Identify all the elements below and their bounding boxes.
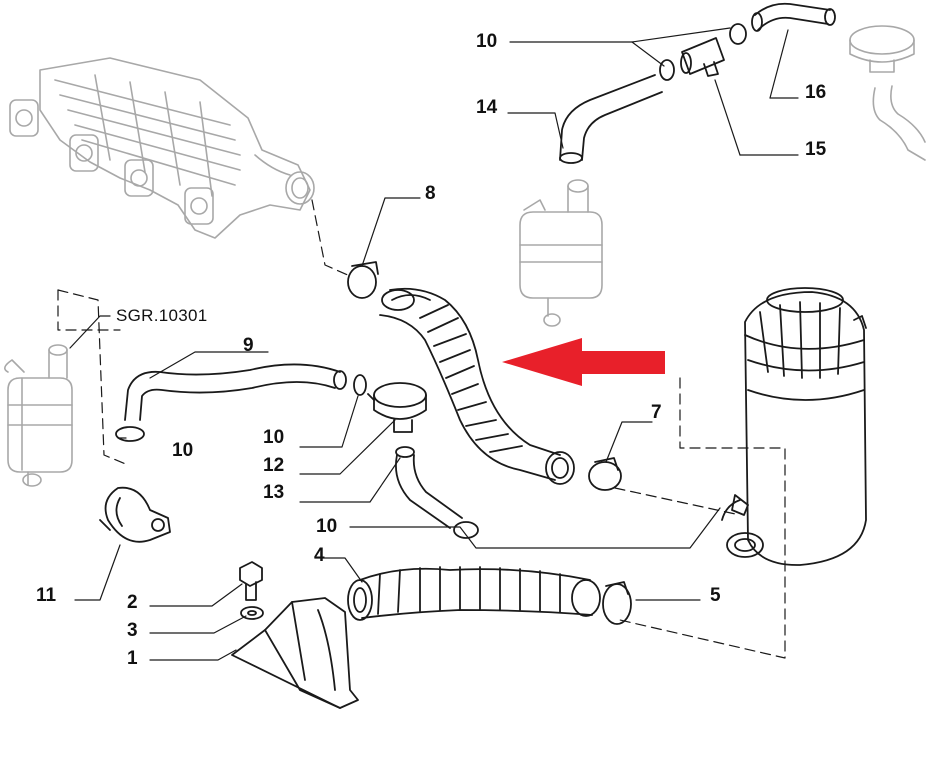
corrugated-hose-upper bbox=[379, 287, 575, 485]
label-10-lower: 10 bbox=[316, 516, 338, 537]
connector-15 bbox=[680, 37, 725, 77]
hose-9 bbox=[124, 363, 347, 421]
clamp-10-left bbox=[115, 426, 145, 442]
label-13: 13 bbox=[263, 482, 285, 503]
label-12: 12 bbox=[263, 455, 285, 476]
label-11: 11 bbox=[36, 585, 57, 606]
valve-12 bbox=[367, 382, 427, 433]
label-sgr-ref: SGR.10301 bbox=[116, 306, 208, 325]
leader-lines bbox=[69, 27, 799, 661]
support-1 bbox=[231, 597, 359, 709]
clamp-7 bbox=[588, 457, 622, 491]
washer-3 bbox=[240, 606, 264, 620]
oil-separator-left bbox=[4, 344, 73, 487]
bolt-2 bbox=[239, 561, 263, 601]
label-1: 1 bbox=[127, 648, 138, 669]
label-5: 5 bbox=[710, 585, 721, 606]
air-filter-housing bbox=[721, 287, 867, 566]
hose-14 bbox=[559, 74, 663, 164]
label-16: 16 bbox=[805, 82, 827, 103]
clamp-8 bbox=[347, 261, 379, 299]
label-4: 4 bbox=[314, 545, 325, 566]
label-10-left: 10 bbox=[172, 440, 194, 461]
hose-13 bbox=[395, 446, 463, 529]
label-8: 8 bbox=[425, 183, 436, 204]
label-2: 2 bbox=[127, 592, 138, 613]
clamps-10-top bbox=[659, 23, 747, 81]
label-7: 7 bbox=[651, 402, 662, 423]
corrugated-hose-lower bbox=[347, 566, 601, 621]
label-15: 15 bbox=[805, 139, 827, 160]
clamp-5 bbox=[602, 581, 632, 625]
label-10-mid: 10 bbox=[263, 427, 285, 448]
valve-top-right bbox=[849, 25, 926, 161]
exhaust-manifold bbox=[9, 57, 315, 239]
label-10-top: 10 bbox=[476, 31, 498, 52]
red-arrow bbox=[502, 338, 665, 386]
oil-separator-center bbox=[519, 179, 603, 327]
dashed-lines bbox=[57, 199, 786, 659]
hose-16 bbox=[751, 2, 836, 32]
clamp-10-lower bbox=[453, 521, 479, 539]
clamp-10-mid bbox=[353, 374, 367, 396]
label-14: 14 bbox=[476, 97, 498, 118]
bracket-11 bbox=[99, 486, 171, 543]
label-9: 9 bbox=[243, 335, 254, 356]
label-3: 3 bbox=[127, 620, 138, 641]
